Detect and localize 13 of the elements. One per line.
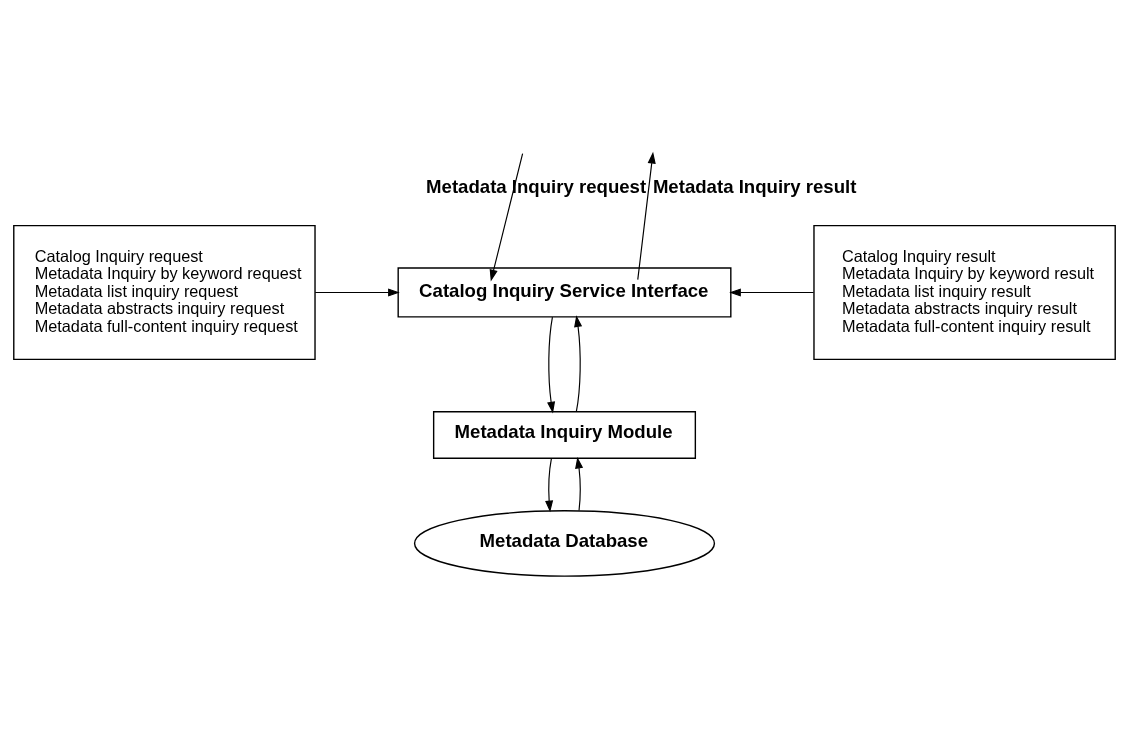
edge-label: Metadata Inquiry result (652, 175, 857, 197)
arrow (547, 316, 556, 414)
arrow (489, 153, 524, 282)
node-box: Metadata Inquiry Module (432, 411, 697, 459)
arrow (729, 288, 815, 297)
node-ellipse: Metadata Database (413, 510, 716, 577)
arrow (314, 288, 400, 297)
arrow (545, 458, 554, 513)
node-box: Catalog Inquiry result Metadata Inquiry by keyword result Metadata list inquiry result Metadata abstracts inquiry result Metadata full-content inquiry result (813, 224, 1116, 361)
arrow (575, 456, 584, 512)
node-box: Catalog Inquiry request Metadata Inquiry by keyword request Metadata list inquiry request Metadata abstracts inquiry request Metadata full-content inquiry request (13, 224, 316, 361)
arrow (574, 315, 583, 413)
arrow (637, 151, 656, 281)
